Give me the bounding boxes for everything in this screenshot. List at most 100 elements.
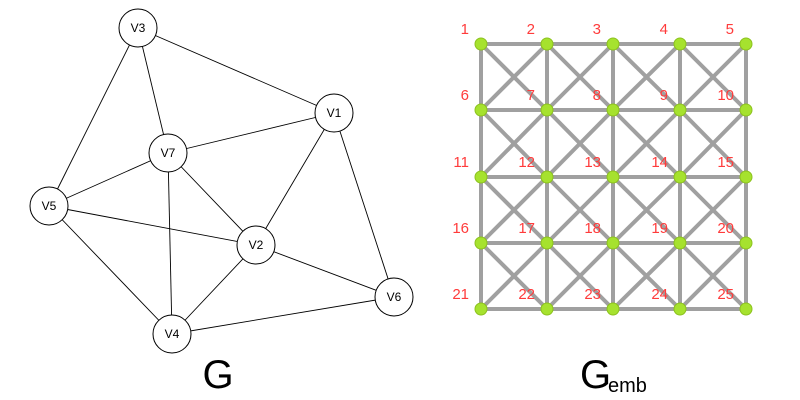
grid-edge-diag bbox=[545, 175, 615, 245]
grid-node-23 bbox=[606, 302, 620, 316]
node-label: V5 bbox=[42, 199, 57, 213]
node-label: V3 bbox=[131, 21, 146, 35]
grid-node-25 bbox=[739, 302, 753, 316]
grid-node-12 bbox=[540, 170, 554, 184]
grid-node-label: 1 bbox=[461, 21, 469, 38]
grid-node-9 bbox=[673, 103, 687, 117]
node-circle bbox=[148, 133, 188, 173]
grid-node-7 bbox=[540, 103, 554, 117]
grid-node-label: 18 bbox=[584, 220, 601, 237]
grid-edge-diag bbox=[611, 42, 682, 112]
grid-node-18 bbox=[606, 236, 620, 250]
grid-edge-diag bbox=[479, 175, 549, 245]
grid-node-19 bbox=[673, 236, 687, 250]
grid-node-11 bbox=[474, 170, 488, 184]
grid-node-label: 4 bbox=[660, 21, 668, 38]
grid-node-13 bbox=[606, 170, 620, 184]
grid-edge-diag bbox=[545, 108, 615, 179]
node-v5: V5 bbox=[29, 186, 69, 226]
grid-node-15 bbox=[739, 170, 753, 184]
node-label: V2 bbox=[249, 238, 264, 252]
grid-node-8 bbox=[606, 103, 620, 117]
edge-v5-v4 bbox=[48, 205, 173, 335]
grid-node-label: 8 bbox=[593, 87, 601, 104]
grid-node-20 bbox=[739, 236, 753, 250]
grid-node-3 bbox=[606, 37, 620, 51]
grid-node-label: 2 bbox=[527, 21, 535, 38]
grid-node-21 bbox=[474, 302, 488, 316]
grid-node-label: 16 bbox=[452, 220, 469, 237]
graph-gemb-edges bbox=[479, 42, 748, 311]
grid-node-label: 3 bbox=[593, 21, 601, 38]
grid-node-label: 24 bbox=[651, 286, 668, 303]
grid-edge-diag bbox=[545, 42, 615, 112]
graph-gemb-nodes bbox=[474, 37, 753, 316]
edge-v3-v7 bbox=[137, 27, 169, 154]
grid-node-14 bbox=[673, 170, 687, 184]
edge-v7-v2 bbox=[167, 152, 257, 246]
edge-v5-v2 bbox=[48, 205, 257, 246]
grid-edge-diag bbox=[479, 108, 549, 179]
grid-node-4 bbox=[673, 37, 687, 51]
grid-node-17 bbox=[540, 236, 554, 250]
grid-node-label: 21 bbox=[452, 286, 469, 303]
edge-v4-v6 bbox=[171, 296, 395, 335]
grid-edge-diag bbox=[678, 108, 748, 179]
grid-edge-diag bbox=[611, 241, 682, 311]
edge-v2-v4 bbox=[171, 244, 257, 335]
grid-node-label: 9 bbox=[660, 87, 668, 104]
grid-edge-diag bbox=[611, 108, 682, 179]
node-v2: V2 bbox=[236, 225, 276, 265]
grid-edge-diag bbox=[479, 42, 549, 112]
node-circle bbox=[152, 314, 192, 354]
grid-edge-diag bbox=[611, 175, 682, 245]
edge-v3-v1 bbox=[137, 27, 335, 114]
grid-edge-diag bbox=[678, 241, 748, 311]
grid-node-label: 11 bbox=[453, 154, 469, 171]
grid-node-24 bbox=[673, 302, 687, 316]
grid-node-1 bbox=[474, 37, 488, 51]
graph-g-edges bbox=[48, 27, 395, 335]
grid-node-22 bbox=[540, 302, 554, 316]
node-v4: V4 bbox=[152, 314, 192, 354]
grid-node-label: 5 bbox=[726, 21, 734, 38]
grid-node-16 bbox=[474, 236, 488, 250]
node-circle bbox=[314, 93, 354, 133]
grid-node-label: 13 bbox=[584, 154, 601, 171]
node-circle bbox=[236, 225, 276, 265]
edge-v1-v6 bbox=[333, 112, 395, 298]
edge-v2-v6 bbox=[255, 244, 395, 298]
grid-node-5 bbox=[739, 37, 753, 51]
node-circle bbox=[118, 8, 158, 48]
grid-node-label: 23 bbox=[584, 286, 601, 303]
node-label: V1 bbox=[327, 106, 342, 120]
edge-v7-v5 bbox=[48, 152, 169, 207]
edge-v1-v2 bbox=[255, 112, 335, 246]
edge-v7-v4 bbox=[167, 152, 173, 335]
grid-node-label: 19 bbox=[651, 220, 668, 237]
grid-node-label: 14 bbox=[651, 154, 668, 171]
grid-node-label: 15 bbox=[717, 154, 734, 171]
node-label: V7 bbox=[161, 146, 176, 160]
graph-gemb-caption: G bbox=[580, 353, 611, 397]
edge-v3-v5 bbox=[48, 27, 139, 207]
node-circle bbox=[374, 277, 414, 317]
edge-v1-v7 bbox=[167, 112, 335, 154]
grid-node-6 bbox=[474, 103, 488, 117]
grid-node-label: 22 bbox=[518, 286, 535, 303]
grid-node-label: 17 bbox=[518, 220, 535, 237]
grid-node-label: 6 bbox=[461, 87, 469, 104]
grid-node-label: 10 bbox=[717, 87, 734, 104]
grid-edge-diag bbox=[678, 42, 748, 112]
grid-node-10 bbox=[739, 103, 753, 117]
node-label: V4 bbox=[165, 327, 180, 341]
graph-gemb-caption-subscript: emb bbox=[608, 375, 647, 397]
grid-node-label: 7 bbox=[527, 87, 535, 104]
grid-node-label: 25 bbox=[717, 286, 734, 303]
node-v1: V1 bbox=[314, 93, 354, 133]
grid-node-label: 20 bbox=[717, 220, 734, 237]
node-v3: V3 bbox=[118, 8, 158, 48]
